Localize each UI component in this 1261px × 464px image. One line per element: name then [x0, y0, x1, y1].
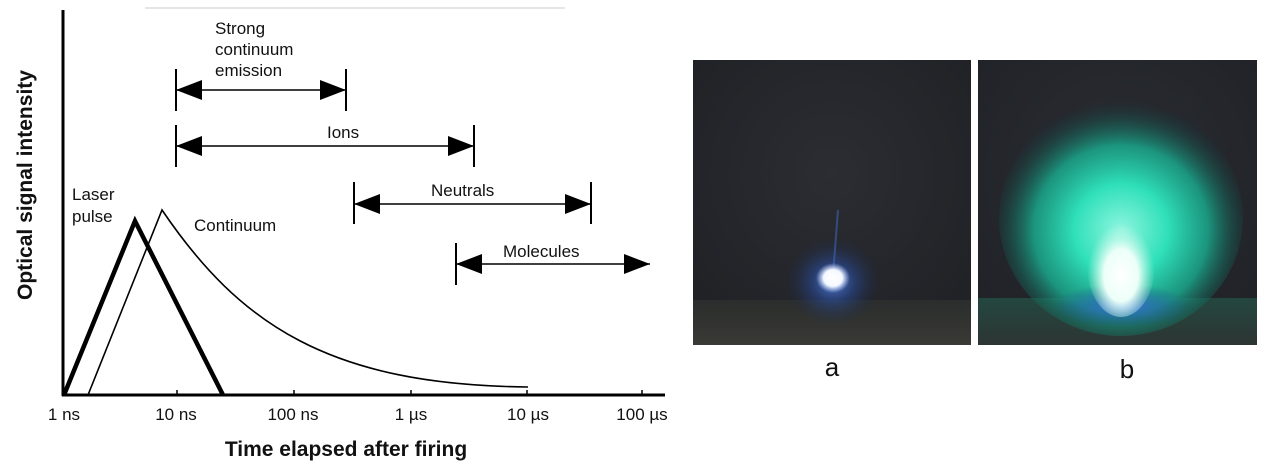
arrow-head-right: [448, 136, 474, 156]
x-tick-label: 1 µs: [395, 405, 427, 424]
plasma-photo-b: [978, 60, 1257, 345]
range-neutrals: Neutrals: [353, 181, 592, 224]
x-axis-title: Time elapsed after firing: [225, 438, 467, 461]
arrow-head-left: [354, 194, 380, 214]
arrow-head-right: [624, 254, 650, 274]
photo-a-label: a: [824, 352, 840, 382]
x-tick-label: 1 ns: [48, 405, 80, 424]
arrow-head-left: [456, 254, 482, 274]
range-label: Neutrals: [431, 181, 494, 200]
laser-pulse-curve: [61, 215, 226, 397]
arrow-head-left: [176, 80, 202, 100]
range-label: Ions: [327, 123, 359, 142]
plasma-photo-a: [693, 60, 971, 345]
x-tick-label: 10 µs: [507, 405, 549, 424]
photo-b-label: b: [1119, 354, 1135, 384]
plasma-glow-a-image: [693, 60, 971, 345]
laser-pulse-label: Laser pulse: [72, 185, 119, 226]
range-label: Molecules: [503, 242, 580, 261]
arrow-head-right: [565, 194, 591, 214]
range-strong-continuum: Strong continuum emission: [175, 19, 347, 111]
x-tick-label: 100 ns: [267, 405, 318, 424]
arrow-head-right: [320, 80, 346, 100]
range-label: Strong continuum emission: [215, 19, 298, 80]
range-molecules: Molecules: [455, 242, 650, 285]
x-tick-label: 100 µs: [616, 405, 667, 424]
x-tick-label: 10 ns: [155, 405, 197, 424]
y-axis-title: Optical signal intensity: [14, 70, 37, 300]
x-tick-labels: 1 ns 10 ns 100 ns 1 µs 10 µs 100 µs: [48, 405, 668, 424]
arrow-head-left: [176, 136, 202, 156]
plasma-glow-b-image: [978, 60, 1257, 345]
range-ions: Ions: [175, 123, 475, 167]
continuum-curve: [87, 208, 529, 396]
emission-timeline-diagram: 1 ns 10 ns 100 ns 1 µs 10 µs 100 µs Time…: [14, 7, 668, 461]
continuum-label: Continuum: [194, 216, 276, 235]
